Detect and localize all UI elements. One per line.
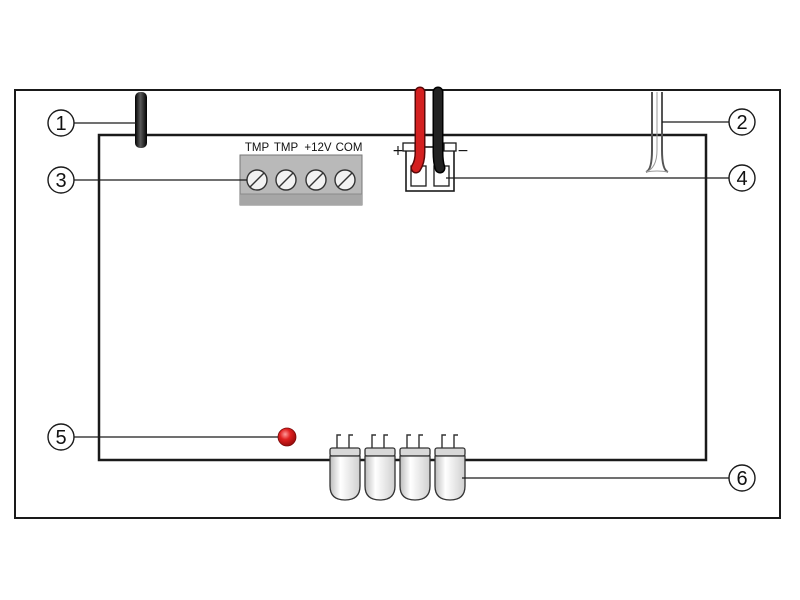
callout-2-number: 2 [736,112,747,134]
terminal-screw [334,169,356,191]
status-led [277,427,297,447]
ir-led [434,434,466,501]
terminal-label-12v: +12V [304,142,332,154]
black-wire-1 [135,92,147,148]
callout-1: 1 [47,109,75,137]
ir-led [364,434,396,501]
connector-minus-label: − [457,143,469,159]
ir-led-array [329,434,466,501]
terminal-screw [246,169,268,191]
callout-5-number: 5 [55,427,66,449]
callout-5: 5 [47,423,75,451]
terminal-screw [305,169,327,191]
white-wire-pair-2 [645,92,669,173]
terminal-label-tmp-2: TMP [274,142,299,154]
terminal-label-tmp-1: TMP [245,142,270,154]
terminal-screw [275,169,297,191]
terminal-label-com: COM [336,142,363,154]
callout-2: 2 [728,108,756,136]
ir-led [329,434,361,501]
callout-4-number: 4 [736,168,747,190]
connector-plus-label: + [392,143,404,159]
terminal-block [239,154,363,206]
circuit-board [97,133,708,462]
power-connector [402,86,457,192]
ir-led [399,434,431,501]
callout-6: 6 [728,464,756,492]
callout-3-number: 3 [55,170,66,192]
callout-1-number: 1 [55,113,66,135]
callout-6-number: 6 [736,468,747,490]
callout-3: 3 [47,166,75,194]
callout-4: 4 [728,164,756,192]
